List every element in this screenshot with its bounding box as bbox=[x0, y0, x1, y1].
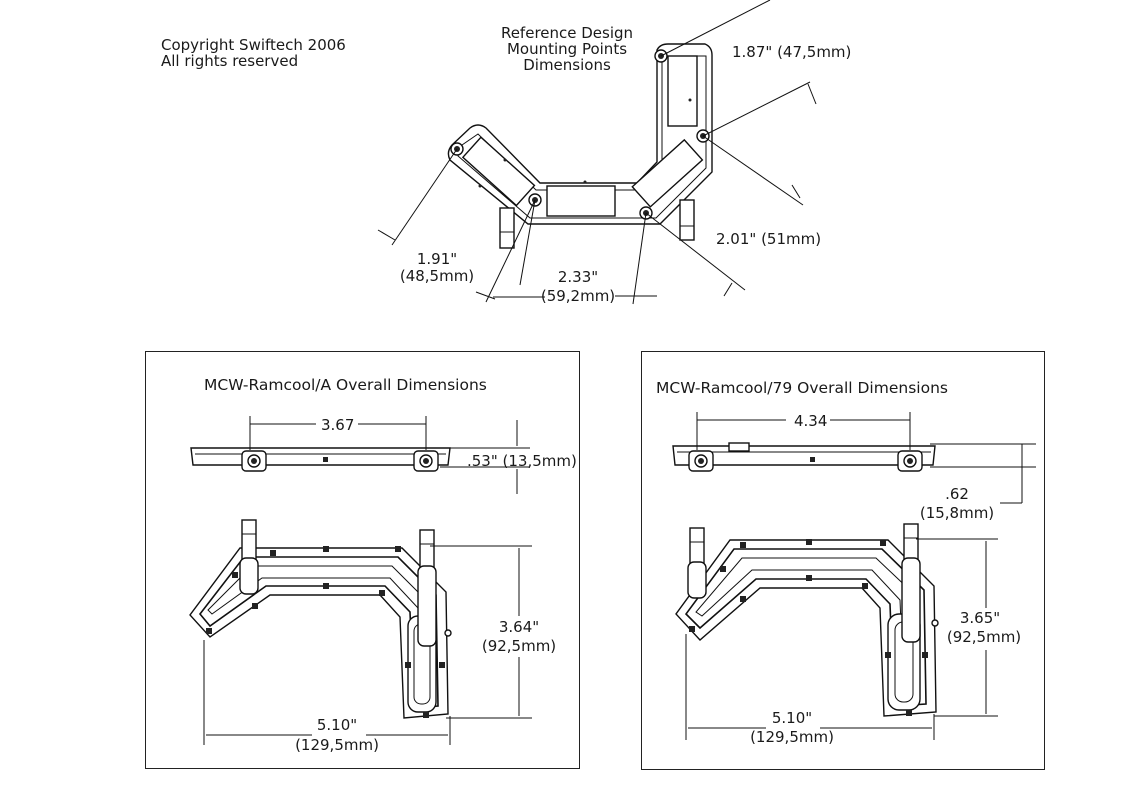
panel-b-dim-width-inch: 5.10" bbox=[771, 709, 813, 727]
panel-b-dim-height-mm: (92,5mm) bbox=[946, 628, 1022, 646]
reference-title-line-2: Mounting Points bbox=[506, 40, 628, 58]
panel-a-dim-height-mm: (92,5mm) bbox=[481, 637, 557, 655]
dim-ref-233-mm: (59,2mm) bbox=[540, 287, 616, 305]
panel-a-dim-width-mm: (129,5mm) bbox=[295, 736, 379, 754]
dim-ref-233-inch: 2.33" bbox=[557, 268, 599, 286]
copyright-line-1: Copyright Swiftech 2006 bbox=[161, 36, 346, 54]
panel-a-title: MCW-Ramcool/A Overall Dimensions bbox=[204, 376, 487, 394]
dim-ref-191-inch: 1.91" bbox=[416, 250, 458, 268]
copyright-line-2: All rights reserved bbox=[161, 52, 299, 70]
dim-ref-187: 1.87" (47,5mm) bbox=[732, 43, 852, 61]
panel-b-dim-width-top: 4.34 bbox=[794, 412, 828, 430]
panel-b-dim-height-inch: 3.65" bbox=[959, 609, 1001, 627]
panel-b-dim-side-inch: .62 bbox=[945, 485, 969, 503]
panel-a-dim-height-side: .53" (13,5mm) bbox=[467, 452, 577, 470]
panel-b-title: MCW-Ramcool/79 Overall Dimensions bbox=[656, 379, 948, 397]
panel-b-dim-side-mm: (15,8mm) bbox=[919, 504, 995, 522]
panel-b-dim-width-mm: (129,5mm) bbox=[750, 728, 834, 746]
reference-title-line-1: Reference Design bbox=[500, 24, 634, 42]
dim-ref-191-mm: (48,5mm) bbox=[399, 267, 475, 285]
reference-mounting-diagram bbox=[377, 0, 817, 305]
panel-a-dim-width-inch: 5.10" bbox=[316, 716, 358, 734]
reference-title-line-3: Dimensions bbox=[523, 56, 611, 74]
panel-a-dim-height-inch: 3.64" bbox=[498, 618, 540, 636]
panel-a-dim-width-top: 3.67 bbox=[321, 416, 355, 434]
dim-ref-201: 2.01" (51mm) bbox=[716, 230, 822, 248]
